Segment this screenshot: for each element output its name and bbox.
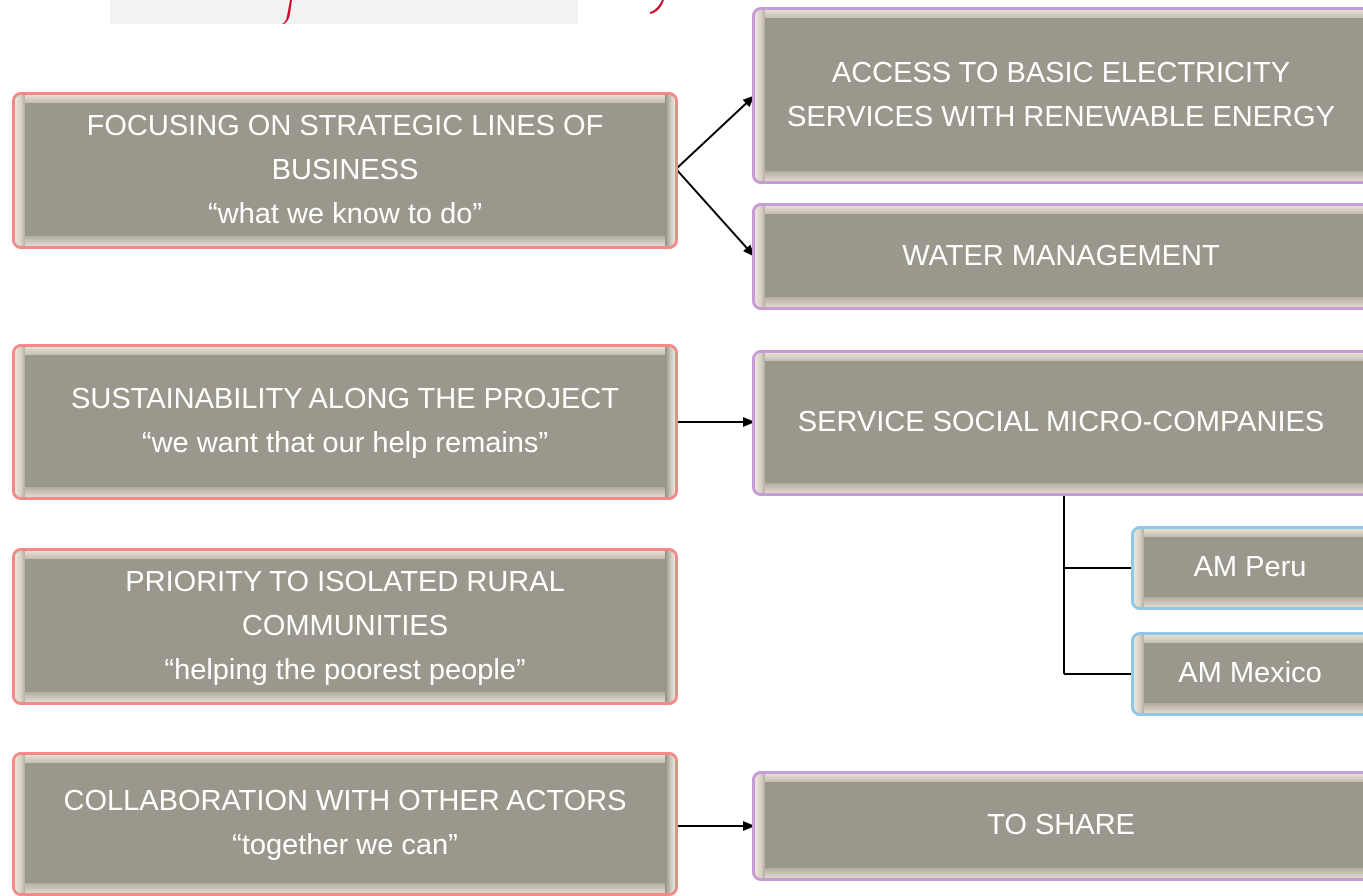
water-management-label: WATER MANAGEMENT (902, 239, 1220, 272)
logo-swoosh-tail-icon (650, 0, 664, 14)
to-share-box: TO SHARE (752, 771, 1363, 881)
electricity-access-line-1: ACCESS TO BASIC ELECTRICITY (831, 56, 1291, 89)
strategic-lines-quote: “what we know to do” (207, 197, 482, 230)
rural-communities-box: PRIORITY TO ISOLATED RURAL COMMUNITIES “… (12, 548, 678, 705)
rural-communities-line-1: PRIORITY TO ISOLATED RURAL (125, 565, 565, 598)
am-mexico-box: AM Mexico (1131, 632, 1363, 716)
rural-communities-line-2: COMMUNITIES (241, 609, 449, 642)
logo-fragment (110, 0, 664, 24)
logo-swoosh-icon (282, 0, 292, 24)
micro-companies-label: SERVICE SOCIAL MICRO-COMPANIES (797, 406, 1325, 438)
collaboration-quote: “together we can” (232, 829, 458, 861)
electricity-access-line-2: SERVICES WITH RENEWABLE ENERGY (787, 100, 1335, 133)
arrow-to-water (675, 168, 755, 257)
electricity-access-box: ACCESS TO BASIC ELECTRICITY SERVICES WIT… (752, 7, 1363, 184)
water-management-box: WATER MANAGEMENT (752, 203, 1363, 310)
sustainability-box: SUSTAINABILITY ALONG THE PROJECT “we wan… (12, 344, 678, 500)
am-mexico-label: AM Mexico (1178, 657, 1322, 689)
sustainability-quote: “we want that our help remains” (141, 427, 549, 459)
to-share-label: TO SHARE (987, 809, 1135, 841)
micro-companies-box: SERVICE SOCIAL MICRO-COMPANIES (752, 350, 1363, 496)
strategic-lines-box: FOCUSING ON STRATEGIC LINES OF BUSINESS … (12, 92, 678, 249)
am-peru-label: AM Peru (1193, 551, 1307, 583)
branch-connector (1063, 493, 1133, 675)
am-peru-box: AM Peru (1131, 526, 1363, 610)
sustainability-line-1: SUSTAINABILITY ALONG THE PROJECT (71, 383, 619, 415)
arrow-to-electricity (675, 95, 755, 170)
strategic-lines-line-1: FOCUSING ON STRATEGIC LINES OF (86, 109, 604, 142)
strategic-lines-line-2: BUSINESS (271, 153, 419, 186)
collaboration-line-1: COLLABORATION WITH OTHER ACTORS (63, 785, 627, 817)
collaboration-box: COLLABORATION WITH OTHER ACTORS “togethe… (12, 752, 678, 896)
rural-communities-quote: “helping the poorest people” (164, 653, 526, 686)
